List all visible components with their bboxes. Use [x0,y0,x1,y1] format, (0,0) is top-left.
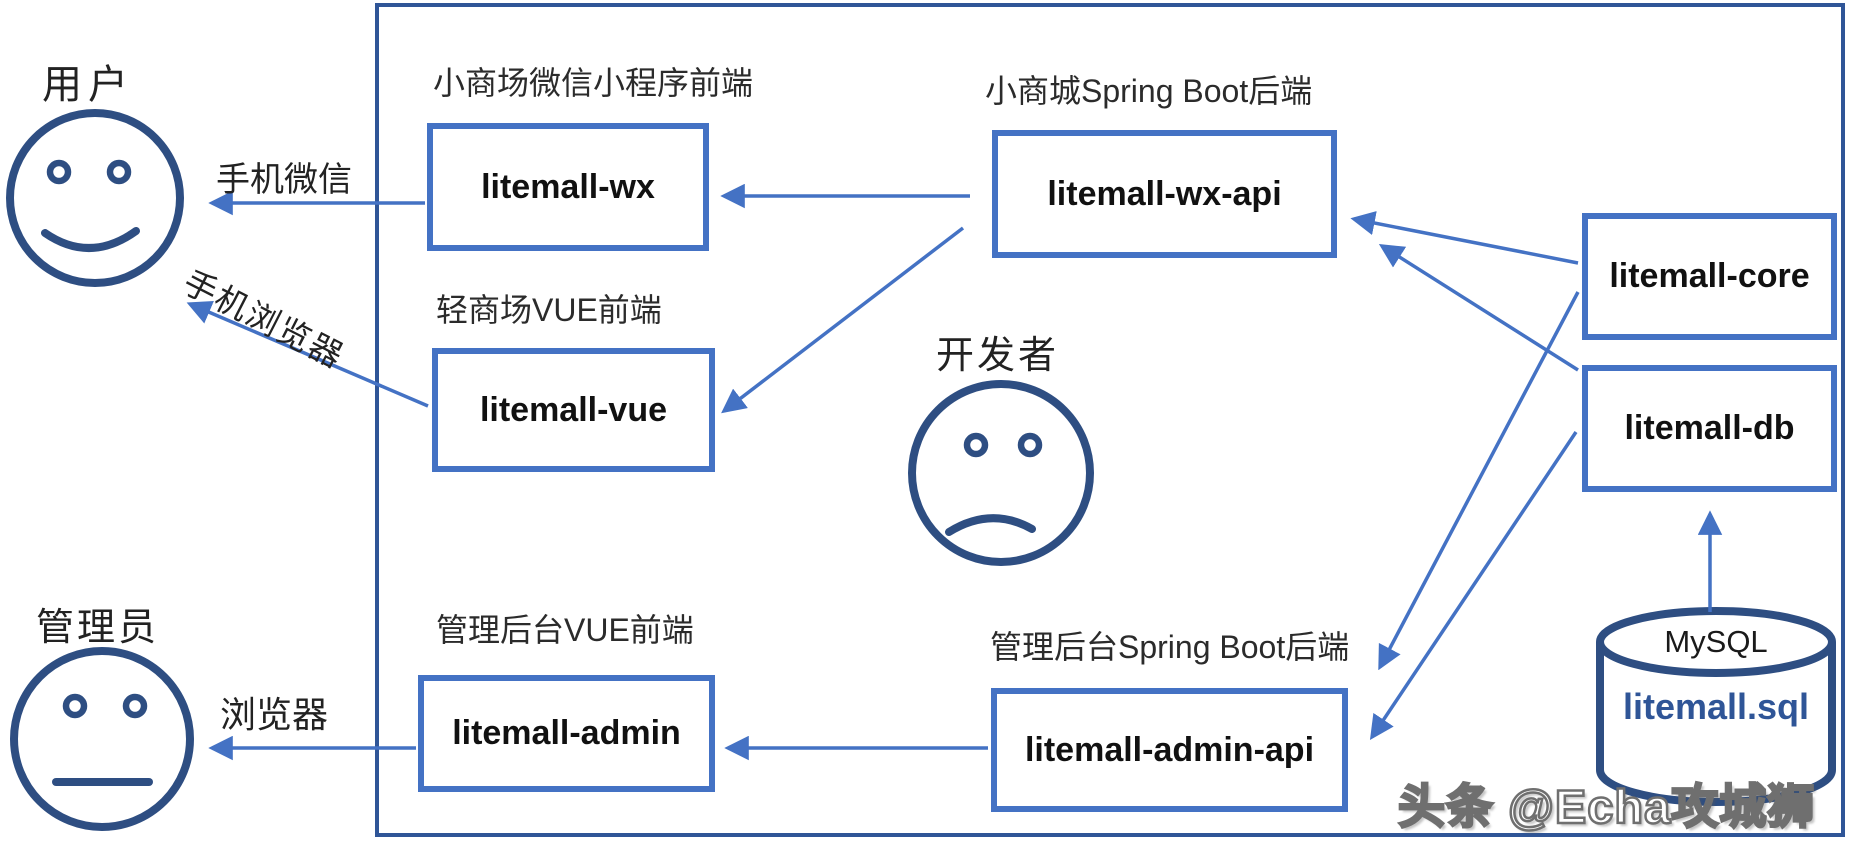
caption-litemall-admin-api: 管理后台Spring Boot后端 [990,629,1350,665]
node-litemall-db-label: litemall-db [1624,409,1795,447]
admin-eye-right [122,693,148,719]
user-label: 用户 [42,63,134,107]
node-litemall-admin-label: litemall-admin [452,714,681,752]
user-face-icon [6,109,184,287]
admin-face-icon [10,647,194,831]
arrow-db-to-admin-api [1369,431,1578,741]
watermark-text: 头条 @Echa攻城狮 [1397,779,1816,835]
node-litemall-core: litemall-core [1582,213,1837,340]
developer-face-icon [908,380,1094,566]
caption-litemall-wx: 小商场微信小程序前端 [433,65,754,101]
admin-label: 管理员 [36,607,160,649]
system-boundary-frame [375,3,1845,837]
developer-eye-right [1017,432,1043,458]
user-smile-mouth [41,227,140,252]
node-litemall-vue: litemall-vue [432,348,715,472]
node-litemall-wx-api: litemall-wx-api [992,130,1337,258]
admin-face-circle [10,647,194,831]
arrow-db-to-wx-api [1378,244,1579,372]
mysql-cylinder-icon [1596,607,1836,806]
arrow-wx-api-to-vue [721,226,965,414]
admin-eye-left [62,693,88,719]
arrow-core-to-wx-api [1350,210,1579,265]
arrow-core-to-admin-api [1378,291,1580,671]
node-litemall-wx-api-label: litemall-wx-api [1047,174,1282,213]
mysql-cylinder-body [1596,642,1836,806]
caption-litemall-admin: 管理后台VUE前端 [436,612,694,648]
developer-face-circle [908,380,1094,566]
developer-frown-mouth [945,514,1036,536]
developer-label: 开发者 [936,335,1060,377]
node-litemall-vue-label: litemall-vue [479,390,668,429]
node-litemall-db: litemall-db [1582,365,1837,492]
mysql-cylinder-top [1596,607,1836,677]
caption-litemall-wx-api: 小商城Spring Boot后端 [985,73,1313,109]
node-litemall-admin-api-label: litemall-admin-api [1024,730,1315,769]
edge-label-browser: 浏览器 [220,694,329,735]
node-litemall-admin: litemall-admin [418,675,715,792]
node-litemall-admin-api: litemall-admin-api [991,688,1348,812]
node-litemall-core-label: litemall-core [1609,257,1810,295]
node-litemall-wx-label: litemall-wx [481,167,655,206]
user-eye-left [46,159,72,185]
developer-eye-left [963,432,989,458]
edge-label-wechat: 手机微信 [216,161,352,199]
mysql-type-label: MySQL [1664,624,1768,659]
node-litemall-wx: litemall-wx [427,123,709,251]
user-eye-right [106,159,132,185]
arrow-vue-to-user [186,300,429,408]
mysql-file-label: litemall.sql [1622,686,1810,727]
user-face-circle [6,109,184,287]
caption-litemall-vue: 轻商场VUE前端 [436,292,662,328]
